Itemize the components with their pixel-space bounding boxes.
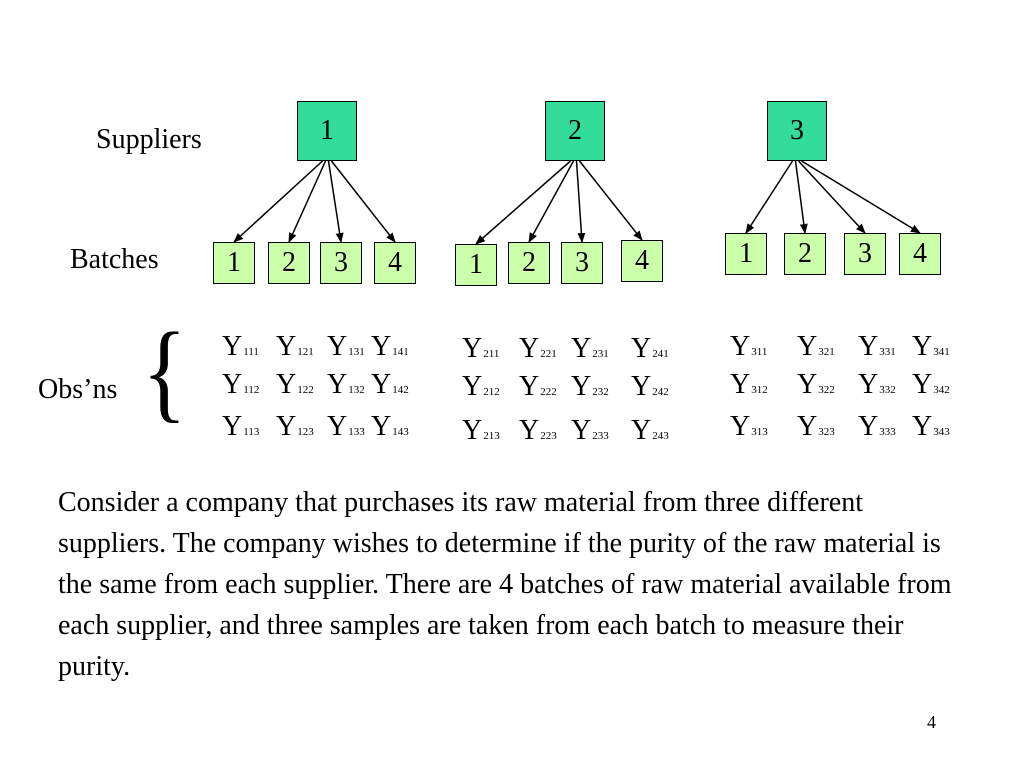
- batch-1-2-box: 2: [268, 242, 310, 284]
- obs-y132: Y132: [327, 369, 365, 400]
- obs-y312: Y312: [730, 369, 768, 400]
- batch-2-1-box: 1: [455, 244, 497, 286]
- arrow-1-1: [233, 160, 324, 243]
- obs-y212: Y212: [462, 371, 500, 402]
- obs-y342: Y342: [912, 369, 950, 400]
- obs-y331: Y331: [858, 331, 896, 362]
- batch-2-4-box: 4: [621, 240, 663, 282]
- obs-y233: Y233: [571, 415, 609, 446]
- obs-y121: Y121: [276, 331, 314, 362]
- obs-y142: Y142: [371, 369, 409, 400]
- obs-y241: Y241: [631, 333, 669, 364]
- supplier-1-box: 1: [297, 101, 357, 161]
- obs-y141: Y141: [371, 331, 409, 362]
- obs-y122: Y122: [276, 369, 314, 400]
- batches-label: Batches: [70, 244, 159, 275]
- obs-y213: Y213: [462, 415, 500, 446]
- arrow-2-4: [578, 160, 643, 241]
- arrow-2-2: [528, 160, 575, 243]
- arrow-1-3: [327, 160, 344, 243]
- arrow-3-3: [797, 160, 866, 234]
- obs-y243: Y243: [631, 415, 669, 446]
- suppliers-label: Suppliers: [96, 124, 202, 155]
- obs-y222: Y222: [519, 371, 557, 402]
- observations-brace: {: [142, 310, 187, 432]
- batch-3-3-box: 3: [844, 233, 886, 275]
- arrow-3-4: [801, 160, 921, 234]
- obs-y112: Y112: [222, 369, 260, 400]
- batch-1-4-box: 4: [374, 242, 416, 284]
- obs-y113: Y113: [222, 411, 260, 442]
- obs-y311: Y311: [730, 331, 768, 362]
- obs-y322: Y322: [797, 369, 835, 400]
- arrow-2-3: [575, 160, 586, 243]
- obs-y232: Y232: [571, 371, 609, 402]
- arrow-1-2: [288, 160, 327, 243]
- observations-label: Obs’ns: [38, 374, 118, 405]
- obs-y133: Y133: [327, 411, 365, 442]
- description-text: Consider a company that purchases its ra…: [58, 487, 952, 682]
- batch-2-3-box: 3: [561, 242, 603, 284]
- obs-y143: Y143: [371, 411, 409, 442]
- batch-2-2-box: 2: [508, 242, 550, 284]
- arrow-3-2: [794, 160, 808, 234]
- obs-y313: Y313: [730, 411, 768, 442]
- supplier-3-box: 3: [767, 101, 827, 161]
- obs-y123: Y123: [276, 411, 314, 442]
- batch-1-3-box: 3: [320, 242, 362, 284]
- obs-y332: Y332: [858, 369, 896, 400]
- obs-y341: Y341: [912, 331, 950, 362]
- batch-1-1-box: 1: [213, 242, 255, 284]
- obs-y223: Y223: [519, 415, 557, 446]
- batch-3-4-box: 4: [899, 233, 941, 275]
- obs-y242: Y242: [631, 371, 669, 402]
- batch-3-2-box: 2: [784, 233, 826, 275]
- arrow-3-1: [745, 160, 794, 234]
- obs-y111: Y111: [222, 331, 259, 362]
- obs-y321: Y321: [797, 331, 835, 362]
- obs-y211: Y211: [462, 333, 500, 364]
- batch-3-1-box: 1: [725, 233, 767, 275]
- page-number: 4: [927, 712, 936, 732]
- obs-y323: Y323: [797, 411, 835, 442]
- obs-y333: Y333: [858, 411, 896, 442]
- arrow-2-1: [475, 160, 571, 245]
- obs-y231: Y231: [571, 333, 609, 364]
- obs-y131: Y131: [327, 331, 365, 362]
- arrow-1-4: [330, 160, 396, 243]
- obs-y343: Y343: [912, 411, 950, 442]
- obs-y221: Y221: [519, 333, 557, 364]
- supplier-2-box: 2: [545, 101, 605, 161]
